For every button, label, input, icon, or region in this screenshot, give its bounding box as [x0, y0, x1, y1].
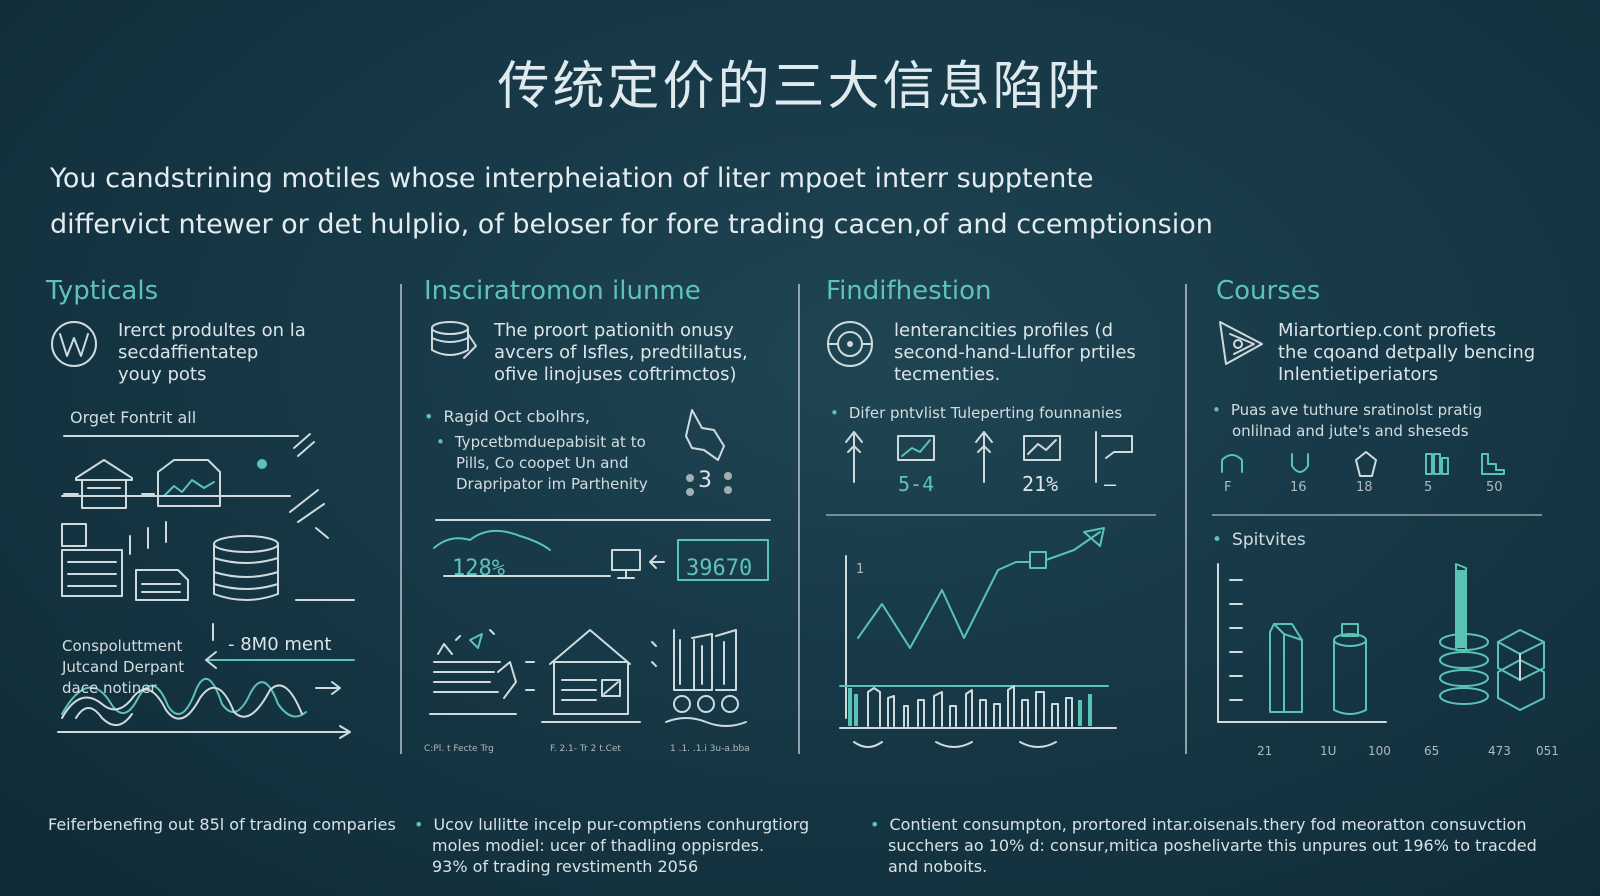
column-3-stat-2: 21%: [1022, 472, 1059, 496]
intro-text: You candstrining motiles whose interphei…: [50, 156, 1450, 248]
footer-col-3: Contient consumpton, prortored intar.ois…: [870, 814, 1537, 877]
column-divider: [1185, 284, 1187, 754]
column-4-icon-value-5: 50: [1486, 480, 1503, 495]
triangle-arrow-icon: [1219, 321, 1263, 365]
column-4-heading: Courses: [1216, 276, 1321, 306]
column-4-icon-value-3: 18: [1356, 480, 1373, 495]
column-2-heading: Insciratromon ilunme: [424, 276, 701, 306]
column-2-stat-left: 128%: [452, 556, 505, 581]
column-1-note: Conspoluttment Jutcand Derpant dace noti…: [62, 637, 185, 697]
column-3-chart: [839, 527, 1117, 748]
intro-line-1: You candstrining motiles whose interphei…: [50, 163, 1094, 194]
column-4-axis-value-3: 100: [1368, 744, 1391, 758]
footer-col-1: Feiferbenefing out 85l of trading compar…: [48, 815, 396, 834]
column-4-axis-value-1: 21: [1257, 744, 1273, 758]
column-4-description: Miartortiep.cont profiets the cqoand det…: [1278, 320, 1536, 385]
column-1-illustration: [57, 433, 355, 739]
map-marker-icon: [685, 409, 732, 496]
target-icon: [827, 321, 873, 367]
column-2-tiny-label-2: F. 2.1- Tr 2 t.Cet: [550, 744, 621, 754]
column-2-tiny-label-3: 1 .1. .1.i 3u-a.bba: [670, 744, 750, 754]
column-3-bullet: Difer pntvlist Tuleperting founnanies: [830, 403, 1122, 424]
column-4-icon-value-1: F: [1224, 480, 1232, 495]
column-4-rule: [1212, 514, 1542, 516]
stack-icon: [431, 321, 477, 359]
column-4-icon-row: [1221, 451, 1505, 477]
column-4-axis-value-5: 473: [1488, 744, 1511, 758]
intro-line-2: differvict ntewer or det hulplio, of bel…: [50, 209, 1213, 240]
column-2-stat-right: 39670: [686, 556, 753, 581]
column-4-bullet: Puas ave tuthure sratinolst pratig onlil…: [1212, 400, 1482, 442]
column-3-icon-row: [845, 431, 1133, 483]
column-1-sublabel: Orget Fontrit all: [70, 408, 197, 427]
circle-w-icon: [51, 321, 97, 367]
column-1-description: Irerct produltes on la secdaffientatep y…: [118, 320, 306, 385]
column-4-icon-value-2: 16: [1290, 480, 1307, 495]
column-2-description: The proort pationith onusy avcers of Isf…: [494, 320, 748, 385]
column-4-icon-value-4: 5: [1424, 480, 1433, 495]
column-4-section-label: Spitvites: [1212, 530, 1306, 551]
column-2-bullet-2: Typcetbmduepabisit at to Pills, Co coope…: [436, 432, 648, 495]
column-2-tiny-label-1: C:Pl. t Fecte Trg: [424, 744, 494, 754]
column-3-description: lenterancities profiles (d second-hand-L…: [894, 320, 1136, 385]
page-title: 传统定价的三大信息陷阱: [497, 57, 1103, 117]
column-1-stat: - 8M0 ment: [228, 634, 332, 655]
column-3-stat-3: –: [1104, 472, 1117, 496]
column-2-bullet-1: Ragid Oct cbolhrs,: [424, 406, 590, 427]
column-2-illustration: [429, 519, 771, 727]
column-3-heading: Findifhestion: [826, 276, 992, 306]
column-divider: [400, 284, 402, 754]
column-2-badge: 3: [698, 468, 712, 493]
column-4-axis-value-2: 1U: [1320, 744, 1337, 758]
column-4-axis-value-4: 65: [1424, 744, 1440, 758]
column-divider: [798, 284, 800, 754]
column-3-stat-1: 5-4: [898, 472, 935, 496]
column-3-rule: [826, 514, 1156, 516]
column-4-illustration: [1217, 563, 1545, 723]
column-4-axis-value-6: 051: [1536, 744, 1559, 758]
footer-col-2: Ucov lullitte incelp pur-comptiens conhu…: [414, 814, 809, 877]
column-3-axis-label: 1: [856, 562, 865, 577]
column-1-heading: Typticals: [46, 276, 159, 306]
